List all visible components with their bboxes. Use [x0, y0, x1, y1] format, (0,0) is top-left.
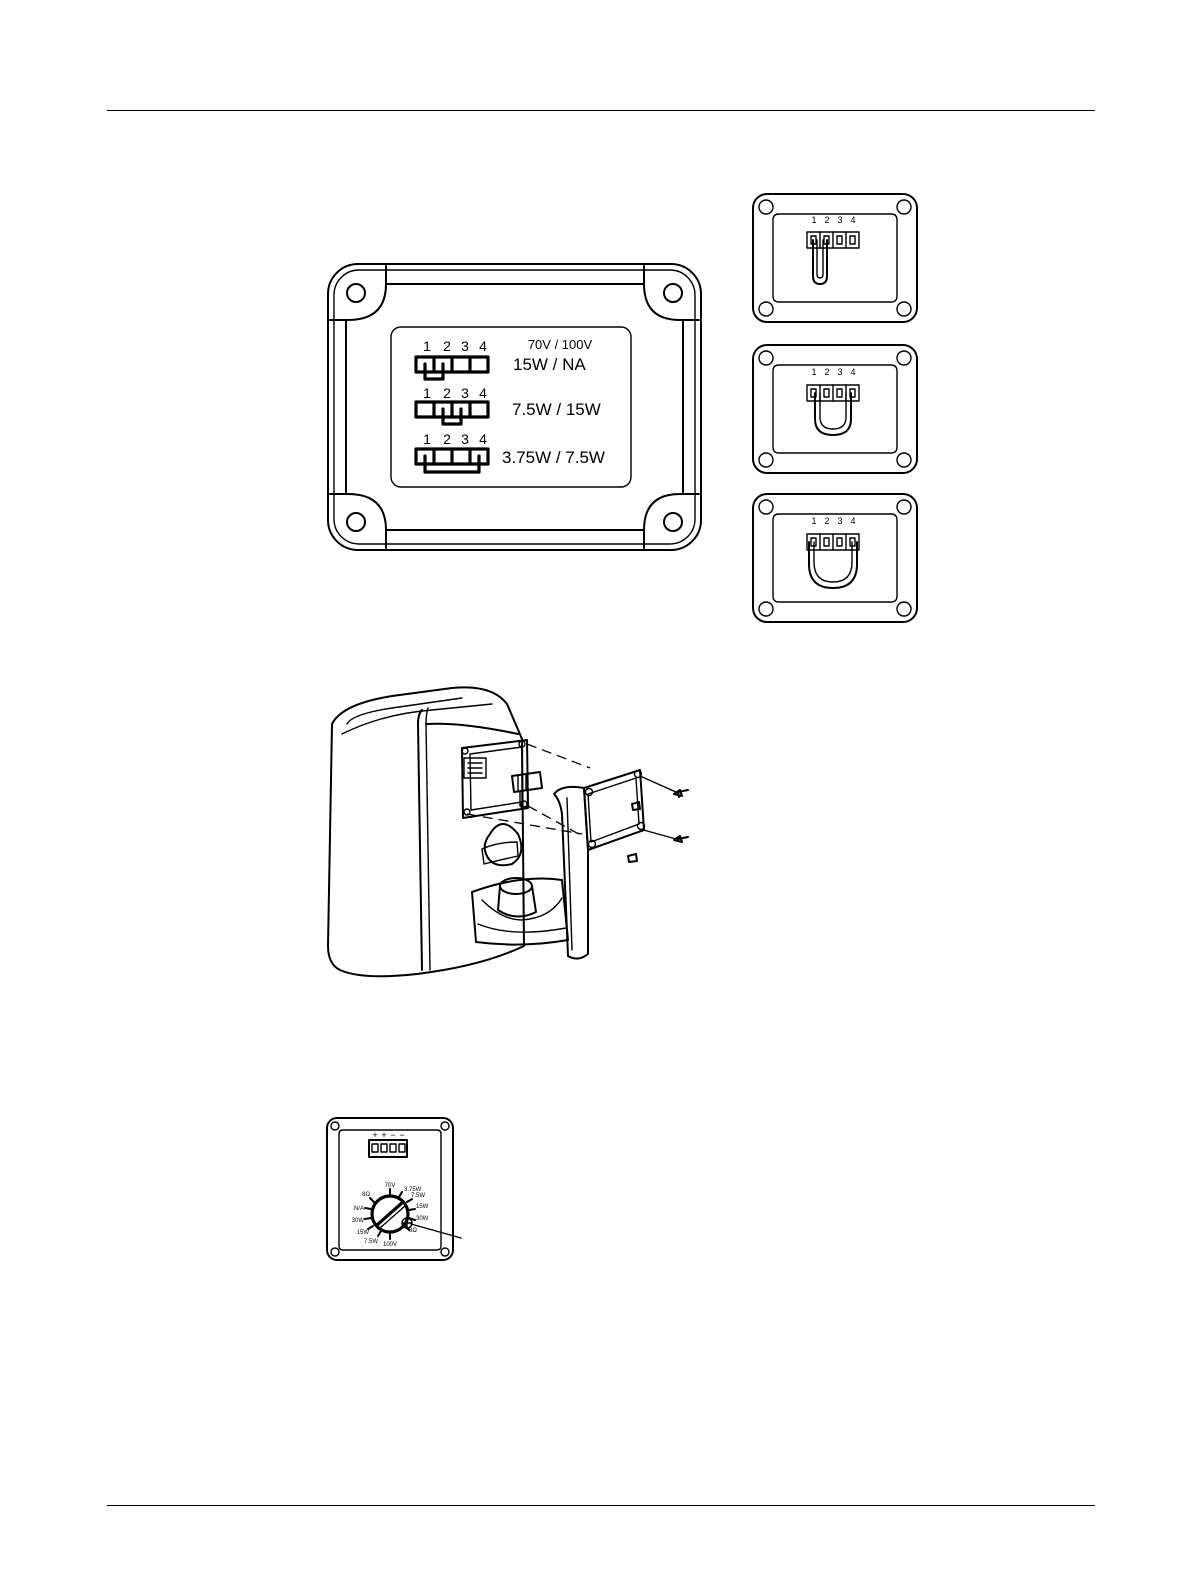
ex2-terminal-4: 4: [850, 367, 855, 377]
dial-terminal-mark-1: +: [372, 1130, 377, 1140]
row1-terminal-1: 1: [423, 338, 431, 354]
dial-label-100v: 100V: [383, 1242, 397, 1248]
dial-terminal-mark-4: −: [399, 1130, 404, 1140]
ex1-terminal-3: 3: [837, 215, 842, 225]
ex1-terminal-1: 1: [811, 215, 816, 225]
dial-label-7-5w-top: 7.5W: [411, 1193, 425, 1199]
row3-terminal-1: 1: [423, 431, 431, 447]
ex3-terminal-2: 2: [824, 516, 829, 526]
dial-label-8ohm-right: 8Ω: [409, 1228, 417, 1234]
voltage-header: 70V / 100V: [528, 337, 593, 352]
row2-power: 7.5W / 15W: [512, 400, 601, 419]
row1-terminal-3: 3: [461, 338, 469, 354]
tap-selector-panel: + + − − 70V 3.75W 7.5W 15W 30W 8Ω 100V 7…: [325, 1116, 475, 1264]
row1-terminal-2: 2: [443, 338, 451, 354]
ex2-terminal-2: 2: [824, 367, 829, 377]
row3-terminal-4: 4: [479, 431, 487, 447]
dial-label-30w-right: 30W: [416, 1216, 429, 1222]
row3-terminal-3: 3: [461, 431, 469, 447]
row3-power: 3.75W / 7.5W: [502, 448, 605, 467]
bottom-rule: [107, 1505, 1095, 1506]
row1-terminal-4: 4: [479, 338, 487, 354]
dial-label-70v: 70V: [385, 1183, 396, 1189]
dial-label-8ohm-left: 8Ω: [362, 1192, 370, 1198]
terminal-cover-large: 1 2 3 4 70V / 100V 15W / NA 1 2 3 4 7.5W…: [326, 262, 706, 552]
dial-label-7-5w-bottom: 7.5W: [364, 1239, 378, 1245]
row2-terminal-2: 2: [443, 385, 451, 401]
ex1-terminal-4: 4: [850, 215, 855, 225]
speaker-assembly-illustration: [322, 684, 702, 984]
dial-label-na: N/A: [354, 1206, 364, 1212]
jumper-example-1-4: 1 2 3 4: [751, 492, 919, 624]
dial-label-15w-left: 15W: [357, 1230, 370, 1236]
ex1-terminal-2: 2: [824, 215, 829, 225]
row3-terminal-2: 2: [443, 431, 451, 447]
jumper-example-1-2: 1 2 3 4: [751, 192, 919, 324]
row2-terminal-3: 3: [461, 385, 469, 401]
ex3-terminal-3: 3: [837, 516, 842, 526]
jumper-example-2-3: 1 2 3 4: [751, 343, 919, 475]
dial-terminal-mark-3: −: [390, 1130, 395, 1140]
ex3-terminal-1: 1: [811, 516, 816, 526]
dial-terminal-mark-2: +: [381, 1130, 386, 1140]
ex3-terminal-4: 4: [850, 516, 855, 526]
row2-terminal-1: 1: [423, 385, 431, 401]
ex2-terminal-3: 3: [837, 367, 842, 377]
top-rule: [107, 110, 1095, 111]
dial-label-30w-left: 30W: [352, 1218, 365, 1224]
ex2-terminal-1: 1: [811, 367, 816, 377]
dial-label-15w-right: 15W: [416, 1204, 429, 1210]
row2-terminal-4: 4: [479, 385, 487, 401]
row1-power: 15W / NA: [513, 355, 586, 374]
